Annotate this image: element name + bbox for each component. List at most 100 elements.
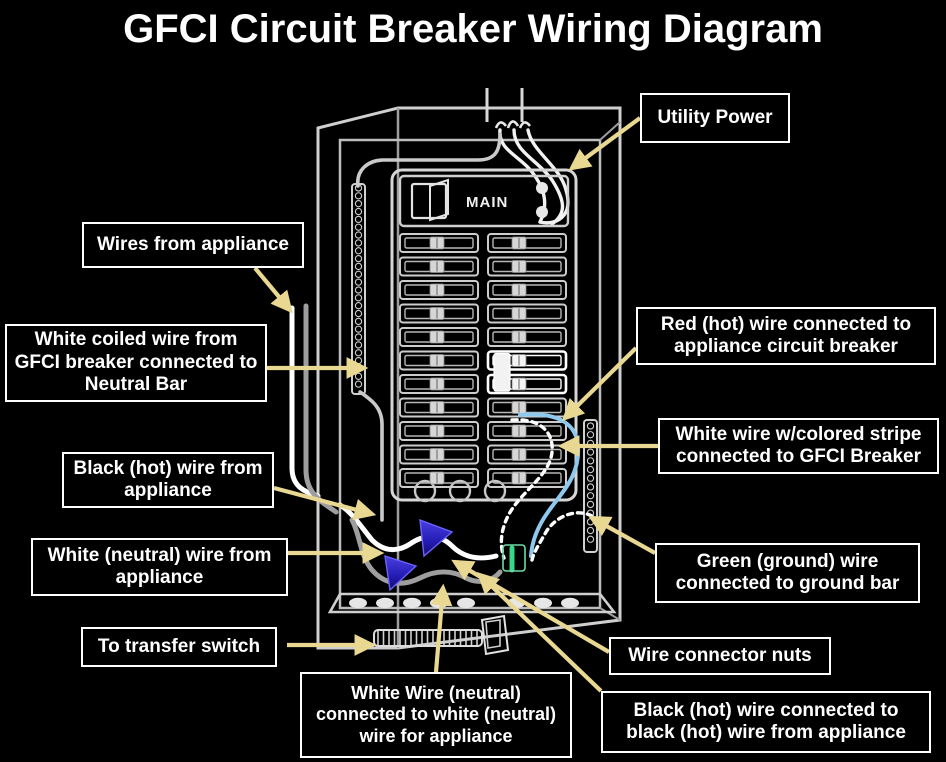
page-title: GFCI Circuit Breaker Wiring Diagram <box>123 7 823 51</box>
arrow-white-wire-neutral-to-white <box>430 583 453 673</box>
panel-knockout <box>561 597 579 609</box>
gfci-breaker <box>486 373 568 395</box>
breaker-toggle <box>511 330 527 344</box>
breaker-toggle <box>511 260 527 273</box>
gfci-black-wire <box>499 418 594 562</box>
panel-enclosure <box>316 106 622 650</box>
ground-bar <box>583 419 598 553</box>
callout-text: White (neutral) wire from appliance <box>47 544 272 588</box>
callout-text: Wires from appliance <box>97 233 289 255</box>
main-breaker-label: MAIN <box>466 194 508 211</box>
circuit-breaker <box>399 303 479 324</box>
breaker-toggle <box>511 377 527 391</box>
circuit-breaker <box>487 421 567 441</box>
ground-wire <box>502 544 526 573</box>
panel-knockout <box>349 597 367 609</box>
panel-knockout <box>507 597 525 609</box>
neutral-bar <box>351 183 366 395</box>
wire-nut-upper <box>419 518 454 558</box>
callout-text: To transfer switch <box>97 635 261 657</box>
breaker-toggle <box>429 448 445 461</box>
circuit-breaker <box>399 468 479 488</box>
panel-knockout <box>430 597 448 609</box>
arrow-black-hot-wire-from-appliance <box>273 485 377 521</box>
callout-text: Wire connector nuts <box>628 644 812 666</box>
callout-to-transfer-switch: To transfer switch <box>81 627 277 667</box>
callout-white-wire-neutral-to-white: White Wire (neutral) connected to white … <box>300 672 572 758</box>
transfer-switch-conduit <box>373 614 510 656</box>
gfci-breaker <box>486 350 568 371</box>
breaker-toggle <box>429 424 445 438</box>
circuit-breaker <box>487 256 567 277</box>
circuit-breaker <box>399 233 479 253</box>
circuit-breaker <box>399 256 479 277</box>
callout-black-hot-wire-from-appliance: Black (hot) wire from appliance <box>62 452 274 508</box>
utility-power-wires <box>498 128 570 226</box>
panel-knockout <box>457 597 475 609</box>
callout-text: Green (ground) wire connected to ground … <box>675 550 900 594</box>
callout-text: Red (hot) wire connected to appliance ci… <box>660 313 912 357</box>
breaker-toggle <box>429 330 445 344</box>
neutral-coiled-wire <box>356 132 502 522</box>
callout-white-coiled-wire: White coiled wire from GFCI breaker conn… <box>5 324 267 402</box>
breaker-assembly <box>390 168 578 503</box>
circuit-breaker <box>487 233 567 253</box>
breaker-toggle <box>429 354 445 367</box>
circuit-breaker <box>399 397 479 418</box>
breaker-toggle <box>511 471 527 485</box>
callout-text: White coiled wire from GFCI breaker conn… <box>14 329 258 396</box>
panel-knockout <box>376 597 394 609</box>
arrow-utility-power <box>568 116 642 171</box>
callout-white-neutral-wire-from-appliance: White (neutral) wire from appliance <box>31 538 288 596</box>
circuit-breaker <box>399 444 479 465</box>
circuit-breaker <box>399 374 479 394</box>
service-entrance-conduit <box>485 88 532 129</box>
breaker-toggle <box>429 260 445 273</box>
callout-text: Black (hot) wire from appliance <box>73 457 263 501</box>
breaker-toggle <box>429 307 445 320</box>
breaker-toggle <box>429 283 445 297</box>
circuit-breaker <box>399 421 479 441</box>
gfci-stripe-wire <box>518 412 581 558</box>
callout-red-hot-wire: Red (hot) wire connected to appliance ci… <box>636 307 936 365</box>
circuit-breaker <box>399 280 479 300</box>
breaker-toggle <box>511 236 527 250</box>
callout-text: White wire w/colored stripe connected to… <box>675 423 922 467</box>
panel-bottom-trim <box>327 592 617 614</box>
breaker-toggle <box>511 424 527 438</box>
arrow-green-ground-wire <box>588 515 657 555</box>
arrow-red-hot-wire <box>561 346 638 422</box>
callout-text: White Wire (neutral) connected to white … <box>315 683 556 746</box>
arrow-wire-connector-nuts <box>451 559 611 654</box>
appliance-neutral-wire <box>289 305 499 561</box>
callout-wires-from-appliance: Wires from appliance <box>82 222 304 268</box>
callout-utility-power: Utility Power <box>640 93 790 143</box>
breaker-toggle <box>429 401 445 414</box>
circuit-breaker <box>399 327 479 347</box>
circuit-breaker <box>487 444 567 465</box>
arrow-wires-from-appliance <box>253 266 293 314</box>
circuit-breaker <box>487 303 567 324</box>
breaker-toggle <box>429 471 445 485</box>
breaker-toggle <box>429 236 445 250</box>
breaker-toggle <box>511 283 527 297</box>
breaker-toggle <box>511 401 527 414</box>
callout-wire-connector-nuts: Wire connector nuts <box>609 637 831 675</box>
panel-knockout <box>534 597 552 609</box>
circuit-breaker <box>487 280 567 300</box>
breaker-toggle <box>511 307 527 320</box>
wire-nut-lower <box>384 554 418 592</box>
circuit-breaker <box>487 468 567 488</box>
appliance-hot-wire <box>303 303 503 586</box>
breaker-toggle <box>511 448 527 461</box>
breaker-toggle <box>511 354 527 367</box>
panel-knockout <box>403 597 421 609</box>
callout-white-wire-colored-stripe: White wire w/colored stripe connected to… <box>658 418 939 474</box>
callout-black-hot-wire-connected: Black (hot) wire connected to black (hot… <box>601 691 931 753</box>
callout-green-ground-wire: Green (ground) wire connected to ground … <box>655 543 920 603</box>
breaker-toggle <box>429 377 445 391</box>
circuit-breaker <box>399 350 479 371</box>
circuit-breaker <box>487 397 567 418</box>
callout-text: Utility Power <box>657 106 773 128</box>
